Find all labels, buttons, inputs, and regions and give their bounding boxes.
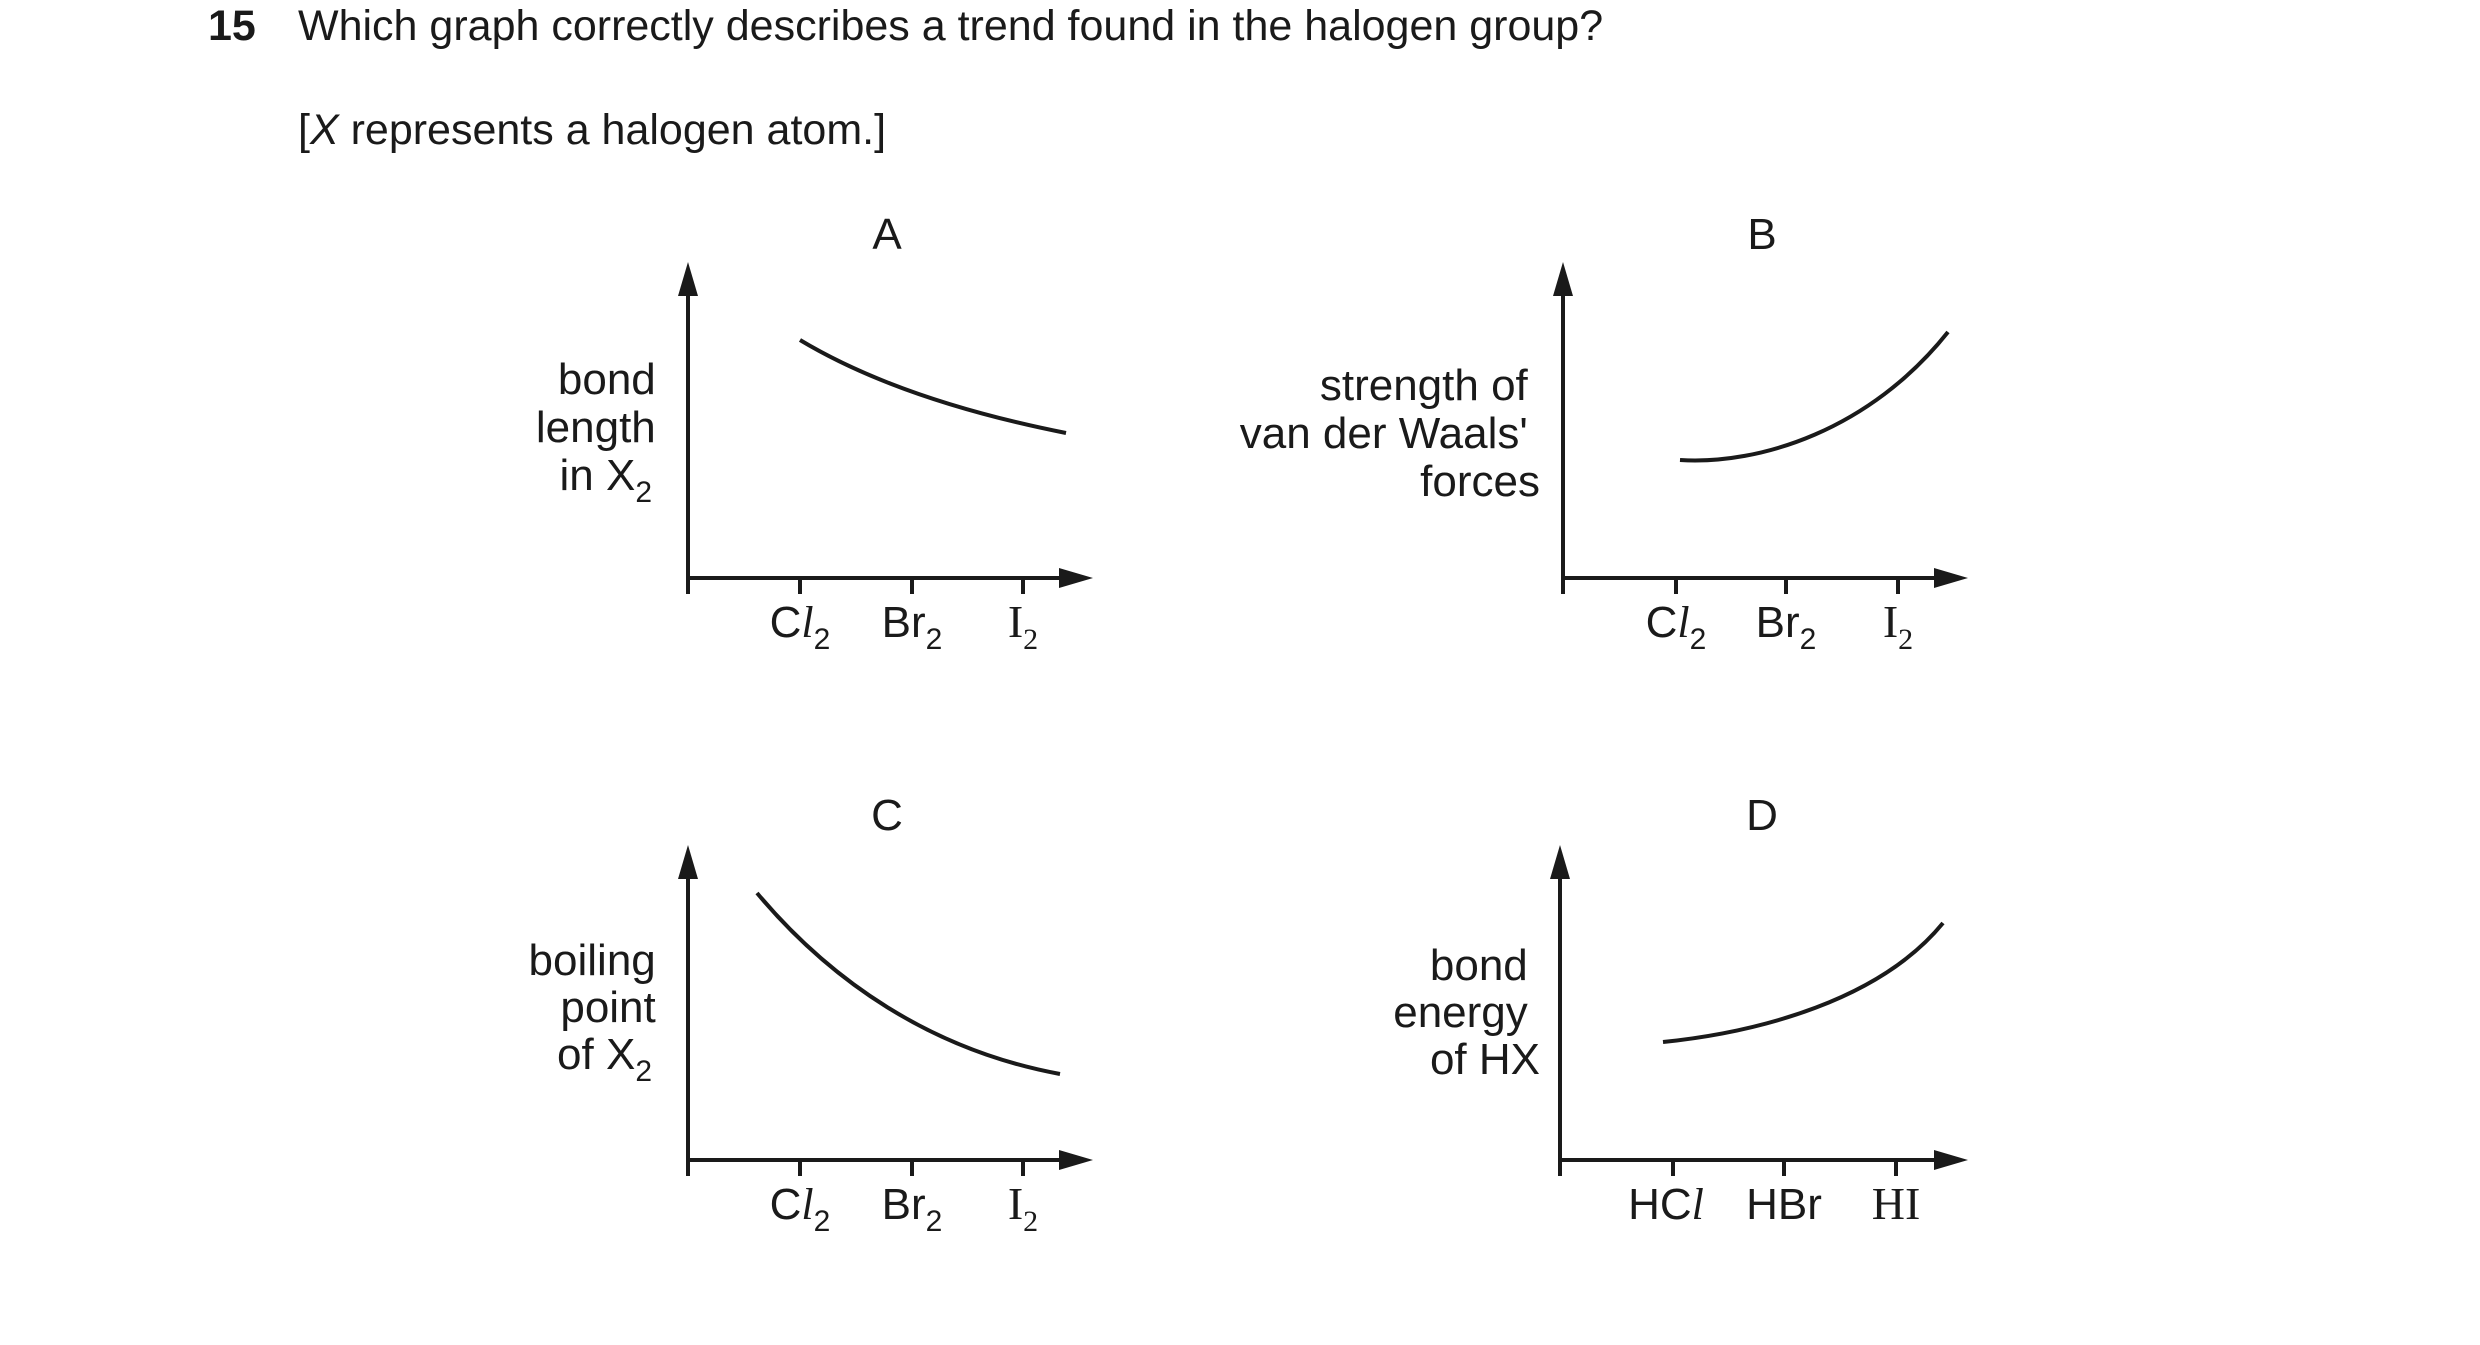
graph-b-label: B [1747, 210, 1776, 259]
graph-a-curve [798, 338, 1067, 435]
graph-d-curve [1662, 921, 1945, 1044]
graph-a: A bond length in X2 Cl2 Br2 I2 [536, 210, 1093, 656]
graph-b: B strength of van der Waals' forces Cl2 … [1240, 210, 1968, 656]
question-number: 15 [208, 2, 256, 50]
graph-d-label: D [1746, 791, 1778, 840]
graph-a-ylabel: bond length in X2 [536, 355, 668, 509]
graph-c-tick-label-cl2: Cl2 [770, 1180, 831, 1238]
graph-b-x-arrow [1934, 568, 1968, 588]
graph-b-tick-label-cl2: Cl2 [1646, 598, 1707, 656]
question-text: Which graph correctly describes a trend … [298, 2, 1604, 50]
graph-a-x-arrow [1059, 568, 1093, 588]
graph-c-x-arrow [1059, 1150, 1093, 1170]
graph-c: C boiling point of X2 Cl2 Br2 I2 [529, 791, 1093, 1238]
graph-a-label: A [872, 210, 902, 259]
graph-c-curve [755, 891, 1061, 1076]
graph-c-ylabel: boiling point of X2 [529, 936, 668, 1088]
graph-c-tick-label-i2: I2 [1008, 1178, 1038, 1238]
graph-c-y-arrow [678, 845, 698, 879]
graph-a-tick-label-cl2: Cl2 [770, 598, 831, 656]
graph-a-tick-label-i2: I2 [1008, 596, 1038, 656]
note-open: [ [298, 106, 310, 154]
graph-d-tick-label-hbr: HBr [1746, 1180, 1822, 1229]
graph-c-tick-label-br2: Br2 [882, 1180, 943, 1238]
graph-b-tick-label-i2: I2 [1883, 596, 1913, 656]
graph-d-x-arrow [1934, 1150, 1968, 1170]
graph-a-tick-label-br2: Br2 [882, 598, 943, 656]
graph-d-tick-label-hi: HI [1872, 1178, 1921, 1229]
graph-d-tick-label-hcl: HCl [1628, 1180, 1704, 1229]
note-italic-x: X [309, 106, 339, 154]
question-note: [X represents a halogen atom.] [298, 104, 886, 156]
graph-d-y-arrow [1550, 845, 1570, 879]
graph-d: D bond energy of HX HCl HBr HI [1393, 791, 1968, 1229]
graph-d-ylabel: bond energy of HX [1393, 941, 1540, 1084]
note-rest: represents a halogen atom.] [338, 106, 887, 154]
graph-a-y-arrow [678, 262, 698, 296]
graph-b-ylabel: strength of van der Waals' forces [1240, 361, 1540, 506]
graph-b-tick-label-br2: Br2 [1756, 598, 1817, 656]
graph-c-label: C [871, 791, 903, 840]
graph-b-y-arrow [1553, 262, 1573, 296]
graph-b-curve [1679, 330, 1950, 463]
